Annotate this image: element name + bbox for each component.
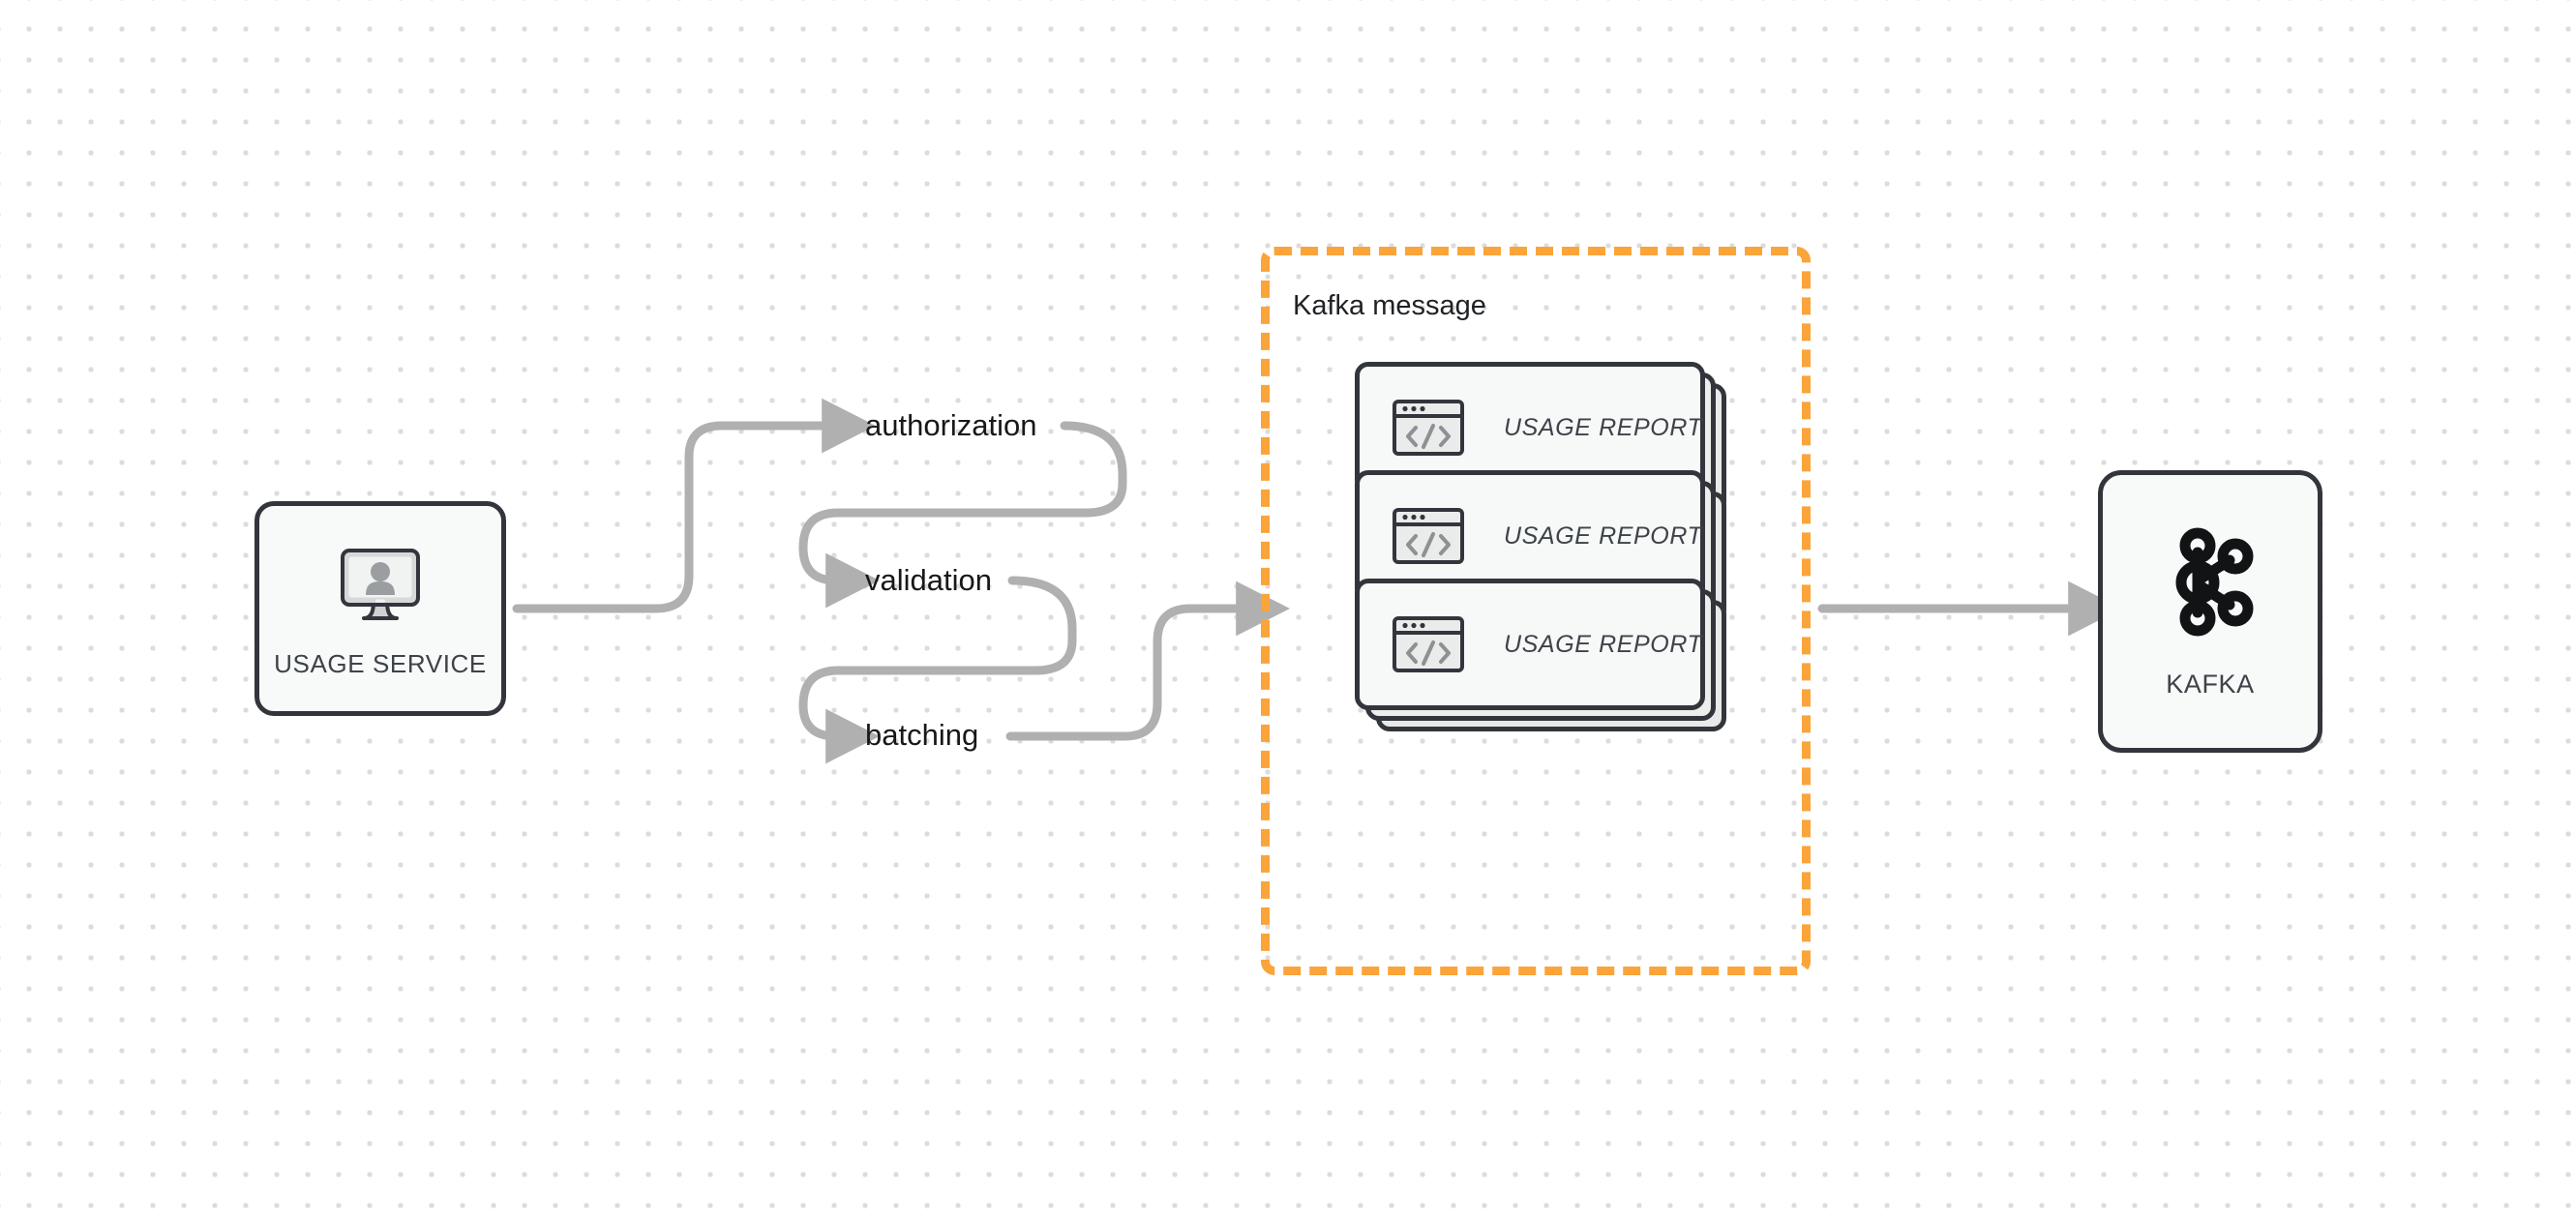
kafka-message-group-title: Kafka message: [1293, 290, 1486, 321]
node-usage-service-label: USAGE SERVICE: [274, 649, 487, 678]
step-label-batching: batching: [865, 718, 979, 752]
code-window-icon: [1392, 615, 1465, 673]
node-kafka-label: KAFKA: [2166, 670, 2255, 699]
edge-authorization-to-validation: [798, 421, 1127, 609]
node-usage-service[interactable]: USAGE SERVICE: [255, 501, 506, 716]
usage-report-card[interactable]: USAGE REPORT: [1355, 579, 1726, 731]
code-window-icon: [1392, 507, 1465, 565]
step-label-authorization: authorization: [865, 408, 1037, 442]
kafka-message-group: [1261, 247, 1811, 975]
kafka-logo-icon: [2158, 523, 2262, 644]
usage-report-card-label: USAGE REPORT: [1504, 521, 1703, 550]
edge-batching-to-kafka-message: [1005, 581, 1290, 741]
usage-report-card-label: USAGE REPORT: [1504, 630, 1703, 658]
monitor-user-icon: [334, 538, 427, 636]
edge-validation-to-batching: [798, 576, 1077, 764]
code-window-icon: [1392, 399, 1465, 457]
card-stack-front: USAGE REPORT: [1355, 579, 1705, 710]
step-label-validation: validation: [865, 563, 992, 597]
node-kafka[interactable]: KAFKA: [2098, 470, 2322, 753]
edge-service-to-authorization: [512, 398, 876, 613]
usage-report-card-label: USAGE REPORT: [1504, 413, 1703, 441]
